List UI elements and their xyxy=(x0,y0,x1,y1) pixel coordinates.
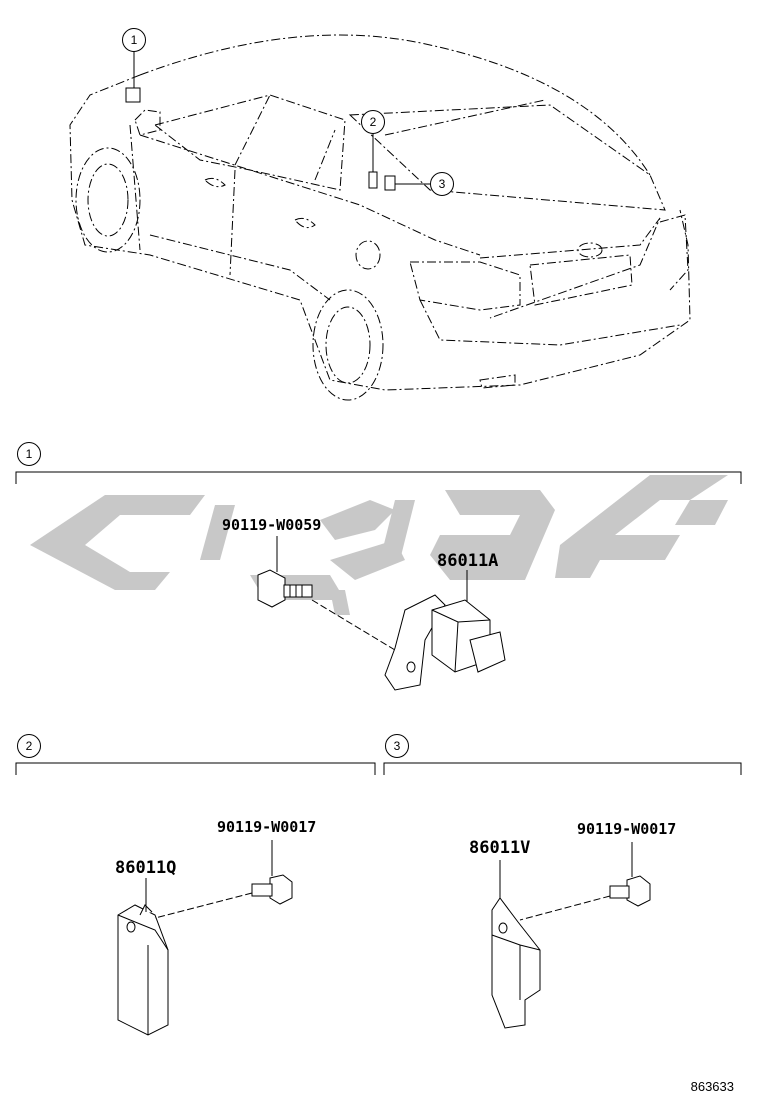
car-callout-leaders xyxy=(133,51,430,185)
part-number-90119-W0059: 90119-W0059 xyxy=(222,516,322,534)
diagram-id: 863633 xyxy=(690,1079,734,1094)
part-number-90119-W0017-a: 90119-W0017 xyxy=(217,818,317,836)
assembly-line-1 xyxy=(311,599,396,651)
sensor-86011A xyxy=(384,594,506,691)
part-number-86011Q: 86011Q xyxy=(115,858,177,878)
bolt-90119-W0059 xyxy=(257,569,313,608)
callout-1: 1 xyxy=(122,28,146,52)
part-number-86011V: 86011V xyxy=(469,838,531,858)
car-sensor-marks xyxy=(125,87,396,191)
part-number-86011A: 86011A xyxy=(437,551,499,571)
section-brackets xyxy=(15,471,742,775)
bolt-90119-W0017-a xyxy=(251,874,293,905)
car-illustration xyxy=(69,34,691,401)
section-1-number: 1 xyxy=(17,442,41,466)
sensor-86011V xyxy=(491,897,541,1029)
callout-3: 3 xyxy=(430,172,454,196)
watermark-logo xyxy=(30,475,728,615)
assembly-line-2 xyxy=(154,892,253,919)
section-2-number: 2 xyxy=(17,734,41,758)
bolt-90119-W0017-b xyxy=(609,875,651,907)
sensor-86011Q xyxy=(117,904,169,1036)
callout-2: 2 xyxy=(361,110,385,134)
section-3-number: 3 xyxy=(385,734,409,758)
part-number-90119-W0017-b: 90119-W0017 xyxy=(577,820,677,838)
assembly-line-3 xyxy=(519,895,611,921)
